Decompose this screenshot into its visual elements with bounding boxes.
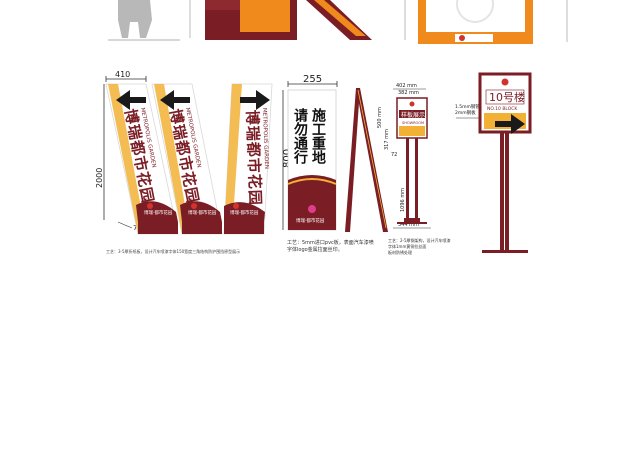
tilted-panel-illustration (306, 0, 372, 40)
aframe-height-label: 800 (282, 149, 293, 168)
aframe-side-view (345, 88, 388, 232)
banner-process-note: 工艺：3-5厚折纸板，设计汽车喷漆字体150宽度三角结构防护围挡原型展示 (106, 248, 240, 254)
stand-note-1: 工艺：2-5厚钢架构，设计汽车喷漆 (388, 237, 451, 243)
banner-3-brand: 博瑞·都市花园 (230, 209, 259, 216)
stand-right-note-2: 2mm钢板 (455, 109, 476, 116)
slanted-banners-group: 410 2000 79 度 博瑞都市花园 METROPOLIS GARDEN 博… (95, 70, 273, 254)
stand-inner-width: 382 mm (398, 90, 419, 96)
stand-note-3: 板材防锈处理 (388, 249, 412, 255)
aframe-logo-icon (308, 205, 316, 213)
aframe-front-panel: 施工重地 请勿通行 博瑞·都市花园 (287, 89, 337, 231)
stand-sign-large: 1.5mm钢管 2mm钢板 10号楼 NO.10 BLOCK (455, 72, 532, 253)
aframe-note-line2: 字体logo金属拉面丝印。 (287, 246, 343, 253)
aframe-text-right: 施工重地 (310, 107, 326, 165)
desk-illustration (205, 0, 297, 40)
stand-top-width: 402 mm (396, 83, 417, 89)
banner-height-label: 2000 (95, 168, 104, 188)
banner-1-logo-icon (147, 203, 153, 209)
stand-sign-small: 402 mm 382 mm 500 mm 317 mm 72 1096 mm 3… (377, 83, 451, 255)
stand-right-note-1: 1.5mm钢管 (455, 103, 480, 110)
aframe-brand: 博瑞·都市花园 (296, 217, 325, 224)
aframe-sign-group: 255 800 施工重地 请勿通行 博瑞·都市花园 工艺：5mm进口pvc板，表… (282, 74, 388, 253)
banner-1: 博瑞都市花园 METROPOLIS GARDEN 博瑞·都市花园 (105, 83, 179, 235)
aframe-width-label: 255 (303, 74, 322, 85)
stand-small-sub: SHOWROOM (402, 121, 424, 125)
stand-panel-height: 500 mm (377, 107, 383, 128)
stand-base-width: 344 mm (398, 222, 419, 228)
stand-pole-height: 1096 mm (400, 188, 406, 212)
stand-small-logo-icon (409, 101, 415, 107)
banner-3-english: METROPOLIS GARDEN (261, 108, 269, 169)
banner-2-logo-icon (191, 203, 197, 209)
banner-3-title: 博瑞都市花园 (243, 110, 264, 207)
stand-left-mark: 72 (391, 152, 397, 158)
stand-small-header: 样板展示 (401, 111, 425, 119)
top-illustration-strip (108, 0, 568, 44)
aframe-note-line1: 工艺：5mm进口pvc板，表面汽车漆喷 (287, 239, 374, 246)
banner-3: 博瑞都市花园 METROPOLIS GARDEN 博瑞·都市花园 (223, 83, 273, 235)
aframe-text-left: 请勿通行 (292, 107, 309, 165)
stand-large-building: 10号楼 (489, 90, 525, 104)
person-silhouette (118, 0, 152, 38)
stand-note-2: 字体1mm黄铜拉丝面 (388, 243, 426, 249)
banner-3-logo-icon (233, 203, 239, 209)
stand-sub-height: 317 mm (384, 129, 390, 150)
stand-large-sub: NO.10 BLOCK (487, 106, 518, 112)
banner-2-brand: 博瑞·都市花园 (188, 209, 217, 216)
banner-1-brand: 博瑞·都市花园 (144, 209, 173, 216)
stand-large-logo-icon (501, 78, 509, 86)
frame-board-illustration (418, 0, 568, 44)
banner-width-label: 410 (115, 70, 130, 79)
